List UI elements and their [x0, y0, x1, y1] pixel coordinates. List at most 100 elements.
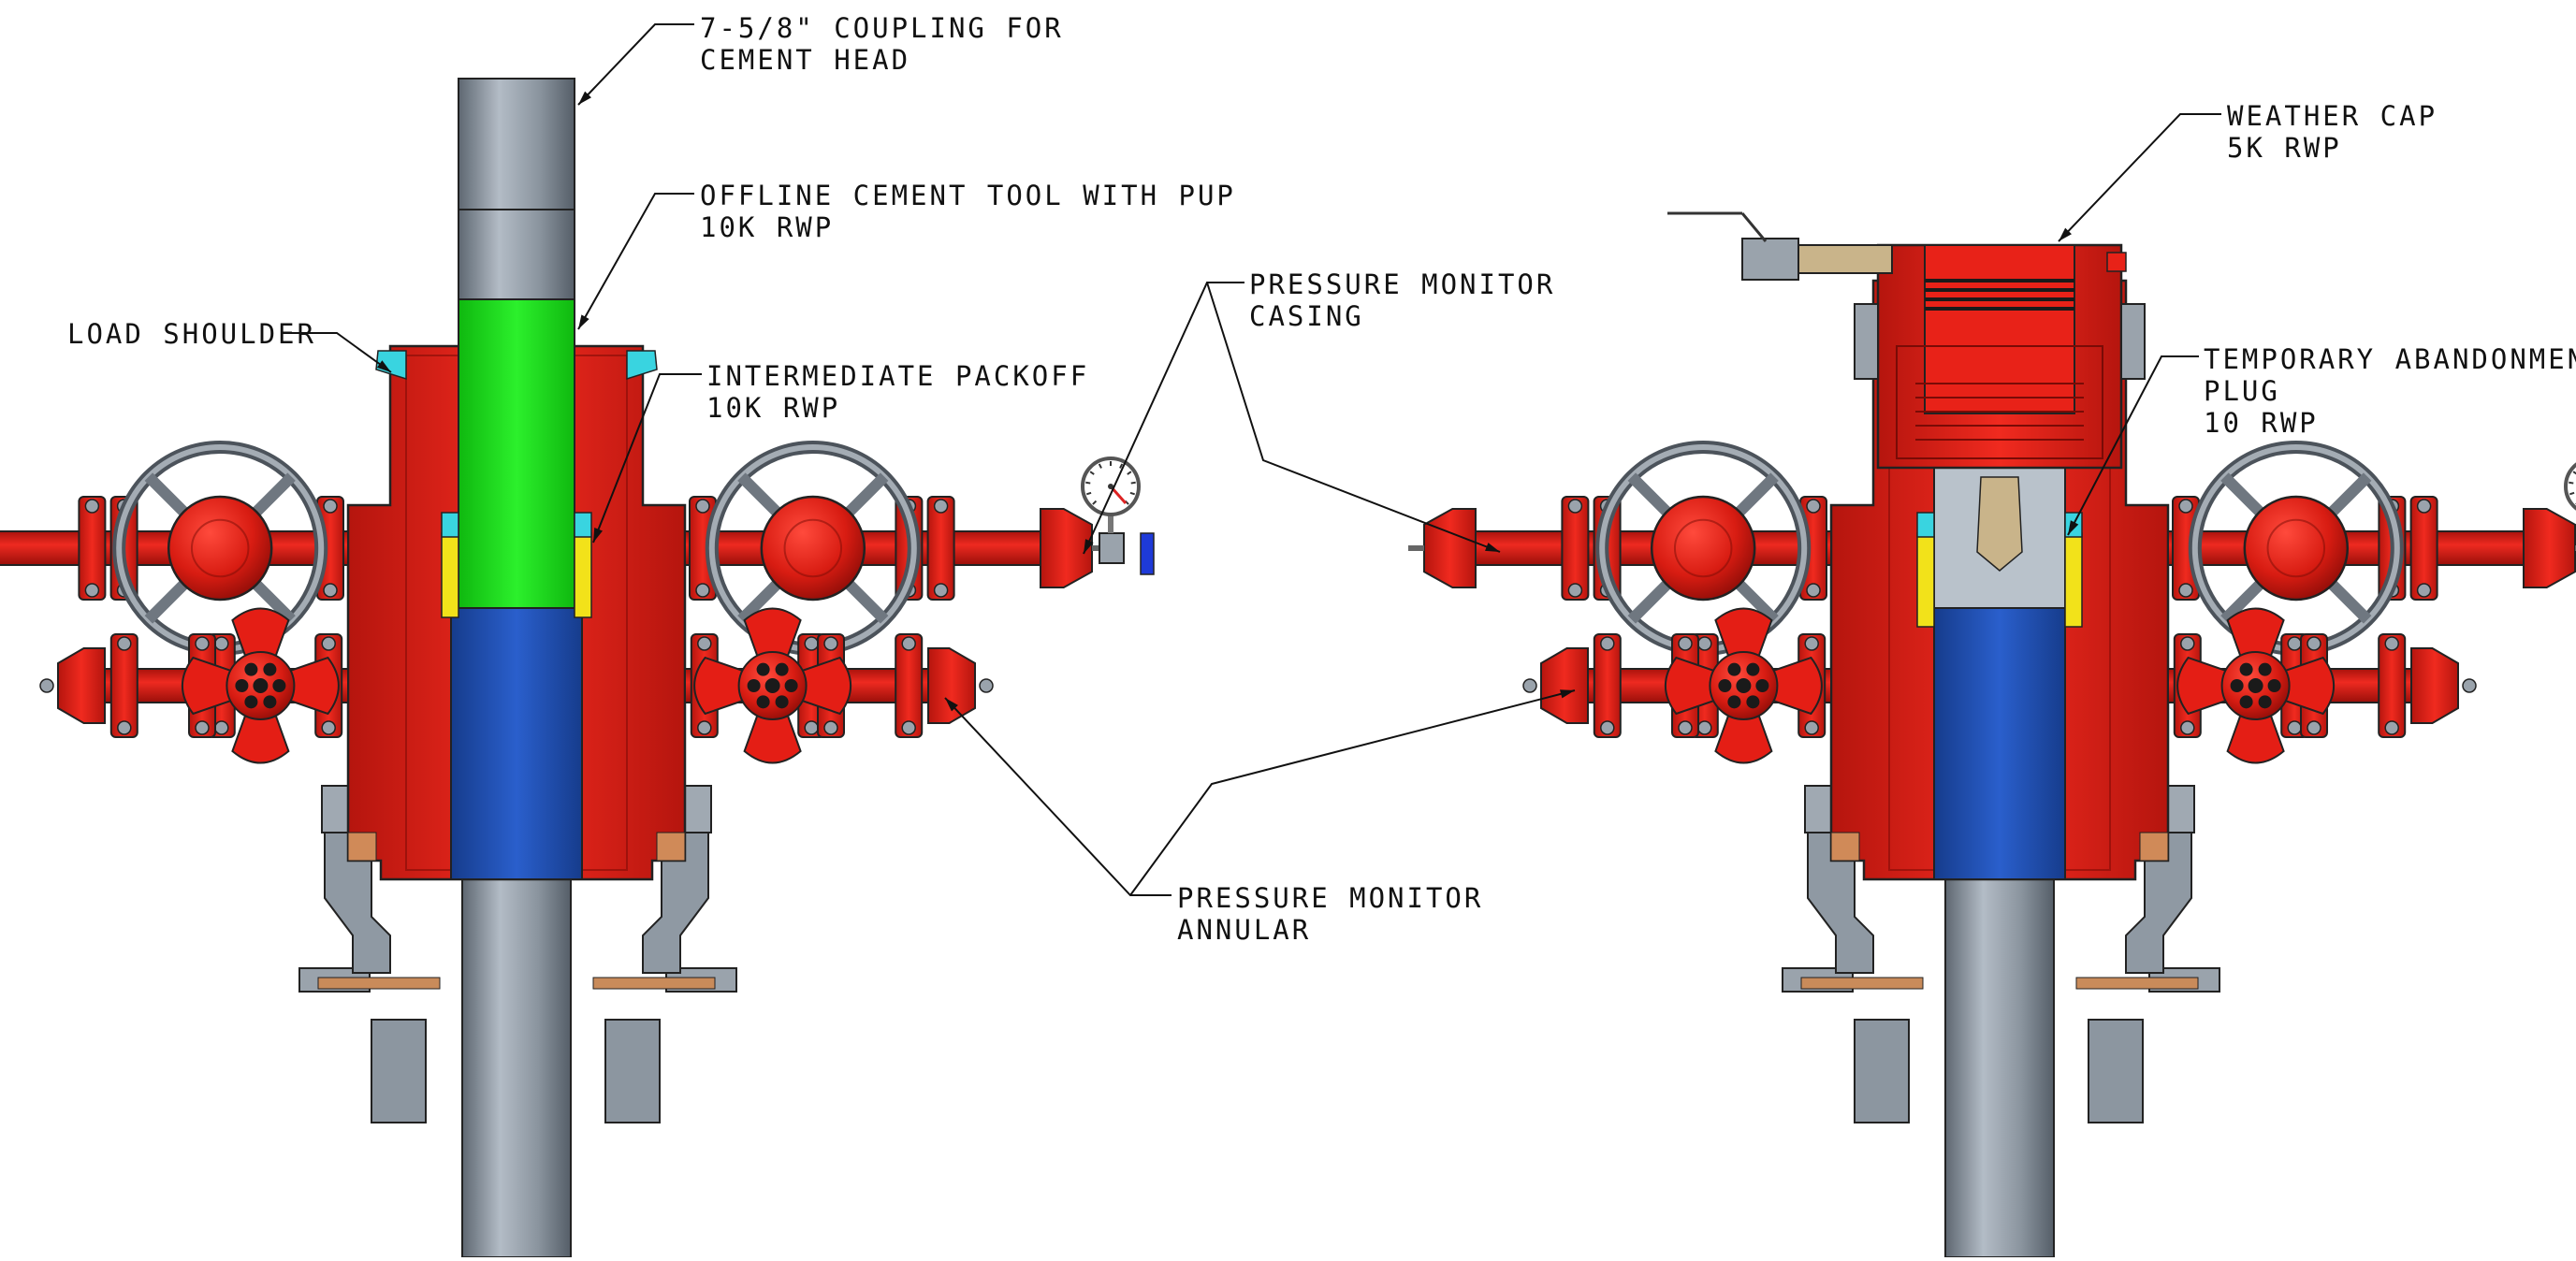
label-coupling-line2: CEMENT HEAD [700, 44, 910, 76]
valve-bonnet [168, 497, 271, 600]
bolt [1805, 721, 1818, 734]
label-cement-tool-line1: OFFLINE CEMENT TOOL WITH PUP [700, 180, 1236, 211]
bolt [696, 584, 709, 597]
label-ta-plug-line1: TEMPORARY ABANDONMENT [2204, 343, 2576, 375]
bolt [902, 637, 915, 650]
bolt [196, 721, 209, 734]
bolt [1679, 637, 1692, 650]
leader-pm-annular-right [1130, 690, 1575, 895]
bolt [215, 721, 228, 734]
bolt [2385, 721, 2398, 734]
bolt [1807, 500, 1820, 513]
bolt [1568, 500, 1581, 513]
bolt [824, 637, 837, 650]
label-weather-cap-line1: WEATHER CAP [2227, 100, 2438, 132]
bolt [805, 721, 818, 734]
bolt [1807, 584, 1820, 597]
bolt [2179, 584, 2192, 597]
flange [928, 497, 954, 600]
valve-bonnet [762, 497, 865, 600]
flange [79, 497, 105, 600]
bolt [2307, 721, 2321, 734]
bolt [698, 637, 711, 650]
weather-cap [1667, 213, 2145, 468]
bolt [196, 637, 209, 650]
label-pm-annular-line1: PRESSURE MONITOR [1177, 882, 1483, 914]
valve-handle-icon [1666, 609, 1822, 763]
label-ta-plug-line2: PLUG [2204, 375, 2280, 407]
bolt [1568, 584, 1581, 597]
flange [111, 634, 138, 737]
valve-handle-icon [182, 609, 339, 763]
side-outlet-left [40, 609, 348, 763]
label-pm-annular-line2: ANNULAR [1177, 914, 1311, 946]
valve-bonnet [1652, 497, 1754, 600]
packoff-cyan [575, 513, 591, 537]
flange [895, 634, 922, 737]
bolt [1601, 721, 1614, 734]
bolt [322, 721, 335, 734]
bolt [85, 500, 98, 513]
bolt [2307, 637, 2321, 650]
flange [2411, 497, 2438, 600]
mandrel-hanger-blue [451, 608, 582, 879]
side-outlet-right [685, 609, 993, 763]
hub-end [1041, 509, 1092, 587]
seal-yellow [575, 533, 591, 617]
pressure-monitor-blue [1141, 533, 1154, 574]
bolt [696, 500, 709, 513]
label-pm-casing-line1: PRESSURE MONITOR [1249, 268, 1555, 300]
bolt [85, 584, 98, 597]
valve-handle-icon [694, 609, 851, 763]
bolt [935, 584, 948, 597]
flange [1562, 497, 1588, 600]
bolt [1805, 637, 1818, 650]
bore-internals [1917, 468, 2082, 879]
side-outlet-left [1523, 609, 1831, 763]
bolt [1679, 721, 1692, 734]
bolt [2288, 721, 2301, 734]
bolt [2181, 721, 2194, 734]
flange [2379, 634, 2405, 737]
label-coupling-line1: 7-5/8" COUPLING FOR [700, 12, 1064, 44]
cement-tool-green [458, 299, 575, 608]
bolt [118, 721, 131, 734]
bolt [322, 637, 335, 650]
hub-end [58, 648, 105, 723]
bolt [324, 584, 337, 597]
flange [1594, 634, 1621, 737]
bolt [2288, 637, 2301, 650]
label-packoff-line2: 10K RWP [706, 392, 840, 424]
seal-yellow [1917, 533, 1934, 627]
leader-coupling [578, 24, 694, 105]
bolt [2418, 500, 2431, 513]
label-weather-cap-line2: 5K RWP [2227, 132, 2342, 164]
bolt [2179, 500, 2192, 513]
bolt [824, 721, 837, 734]
bolt [118, 637, 131, 650]
wellhead-assembly-left [0, 79, 1154, 1257]
bolt [1698, 637, 1711, 650]
side-outlet-right [2168, 609, 2476, 763]
leader-cement-tool-arrow [578, 314, 589, 329]
hub-end [1424, 509, 1476, 587]
side-outlet-left [0, 447, 348, 649]
bolt [2418, 584, 2431, 597]
packoff-cyan [442, 513, 458, 537]
bolt [324, 500, 337, 513]
bolt [215, 637, 228, 650]
seal-yellow [442, 533, 458, 617]
label-ta-plug-line3: 10 RWP [2204, 407, 2319, 439]
cement-head-coupling [458, 79, 575, 210]
bolt [2385, 637, 2398, 650]
casing-pipe [1945, 879, 2054, 1257]
bolt [1698, 721, 1711, 734]
label-pm-casing-line2: CASING [1249, 300, 1364, 332]
leader-pm-annular-left [945, 698, 1172, 895]
label-load-shoulder: LOAD SHOULDER [67, 318, 316, 350]
ta-plug-insert [1977, 477, 2022, 571]
bolt [935, 500, 948, 513]
bolt [1601, 637, 1614, 650]
valve-handle-icon [2177, 609, 2334, 763]
